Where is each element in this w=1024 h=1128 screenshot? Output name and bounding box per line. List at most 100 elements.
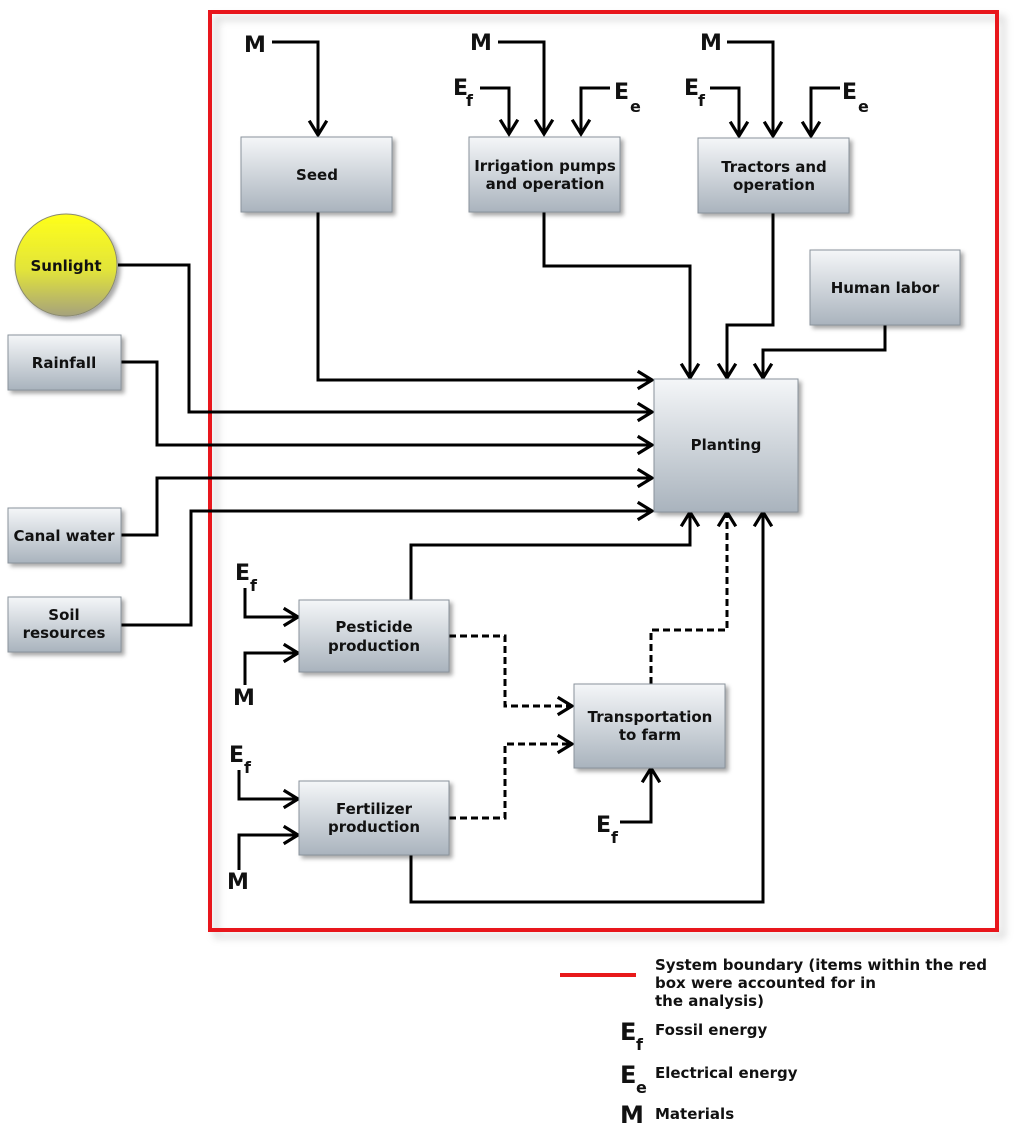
arrow-materials-to-tractors [727,40,775,136]
arrow-fertilizer-to-planting [409,512,765,904]
arrow-fossil-to-pesticide [243,588,298,619]
box-pesticide: Pesticide production [298,599,450,673]
arrowhead [498,118,520,138]
box-irrigation: Irrigation pumps and operation [468,136,621,213]
arrow-canal-to-planting [121,476,652,537]
arrowhead [282,642,302,664]
legend-boundary-line1: System boundary (items within the red [655,956,987,974]
sunlight-circle: Sunlight [14,213,118,317]
arrowhead [556,733,576,755]
legend-materials-symbol: M [620,1101,644,1128]
arrow-tractors-to-planting [725,212,775,378]
arrowhead [636,434,656,456]
system-boundary [208,10,999,932]
arrowhead [533,118,555,138]
arrow-irrigation-to-planting [542,212,692,378]
fertilizer-label-line1: Fertilizer [336,800,413,818]
arrowhead [679,362,701,382]
arrow-materials-to-irrigation [498,40,546,134]
box-seed: Seed [240,136,393,213]
canal-water-label: Canal water [13,527,115,545]
box-soil-resources: Soil resources [7,596,122,653]
box-rainfall: Rainfall [7,334,122,391]
arrow-pesticide-to-planting [409,512,692,600]
arrow-transportation-to-planting [649,512,729,684]
arrowhead [307,119,329,139]
electric-symbol-irrigation: Ee [614,80,641,116]
arrowhead [636,369,656,391]
seed-label: Seed [296,166,338,184]
arrow-fossil-to-fertilizer [237,770,298,801]
electric-symbol-tractors: Ee [842,80,869,116]
legend-boundary-line3: the analysis) [655,992,764,1010]
materials-symbol-pesticide: M [233,686,255,711]
arrow-electric-to-irrigation [579,86,610,134]
pesticide-label-line2: production [328,637,420,655]
arrow-electric-to-tractors [809,86,840,136]
legend-boundary-line2: box were accounted for in [655,974,876,992]
human-labor-label: Human labor [831,279,940,297]
arrow-labor-to-planting [761,325,887,378]
box-canal-water: Canal water [7,507,122,564]
fossil-symbol-irrigation: Ef [453,76,474,110]
tractors-label-line1: Tractors and [721,158,827,176]
arrow-fossil-to-tractors [710,86,741,136]
arrow-rainfall-to-planting [121,360,652,447]
fertilizer-label-line2: production [328,818,420,836]
transportation-label-line1: Transportation [588,708,713,726]
irrigation-label-line1: Irrigation pumps [474,157,616,175]
arrow-soil-to-planting [121,509,652,627]
tractors-label-line2: operation [733,176,815,194]
fossil-symbol-transportation: Ef [596,813,619,847]
planting-label: Planting [691,436,762,454]
arrowhead [800,120,822,140]
legend-fossil-symbol: Ef [620,1018,644,1054]
arrow-fossil-to-transportation [620,768,653,824]
fossil-symbol-fertilizer: Ef [229,743,252,777]
arrow-materials-to-pesticide [243,651,298,685]
irrigation-label-line2: and operation [486,175,605,193]
arrowhead [762,120,784,140]
materials-symbol-irrigation: M [470,31,492,56]
arrowhead [570,118,592,138]
arrowhead [282,606,302,628]
arrow-fertilizer-to-transportation [449,742,572,820]
legend-materials-label: Materials [655,1105,734,1123]
box-human-labor: Human labor [809,249,961,326]
arrowhead [636,467,656,489]
arrowhead [752,362,774,382]
arrow-materials-to-seed [272,40,320,135]
arrow-sunlight-to-planting [118,263,652,414]
arrowhead [728,120,750,140]
box-fertilizer: Fertilizer production [298,780,450,856]
transportation-label-line2: to farm [619,726,681,744]
materials-symbol-fertilizer: M [227,870,249,895]
sunlight-label: Sunlight [30,257,101,275]
arrow-seed-to-planting [316,212,652,382]
legend-fossil-label: Fossil energy [655,1021,767,1039]
arrowhead [282,788,302,810]
rainfall-label: Rainfall [32,354,96,372]
arrow-pesticide-to-transportation [449,634,572,708]
soil-label-line2: resources [23,624,106,642]
arrowhead [556,695,576,717]
materials-symbol-tractors: M [700,31,722,56]
arrowhead [716,362,738,382]
materials-symbol-seed: M [244,33,266,58]
arrowhead [636,500,656,522]
box-transportation: Transportation to farm [573,683,726,769]
legend: System boundary (items within the red bo… [560,956,987,1128]
arrowhead [636,401,656,423]
box-planting: Planting [653,378,799,513]
fossil-symbol-pesticide: Ef [235,561,258,595]
connectors [118,40,887,904]
legend-electrical-label: Electrical energy [655,1064,798,1082]
soil-label-line1: Soil [48,606,79,624]
arrow-fossil-to-irrigation [480,86,511,134]
legend-electrical-symbol: Ee [620,1061,647,1097]
arrowhead [282,824,302,846]
fossil-symbol-tractors: Ef [684,76,706,110]
arrow-materials-to-fertilizer [237,833,298,870]
input-symbols: M M M Ef Ee Ef Ee Ef M Ef M Ef [227,31,869,895]
